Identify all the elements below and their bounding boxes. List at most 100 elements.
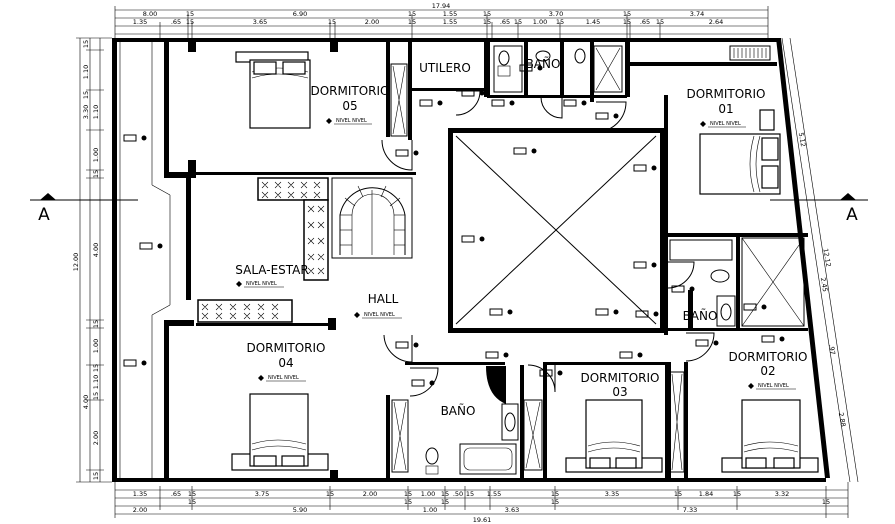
- tag-hall: NIVEL NIVEL: [364, 312, 395, 318]
- dim-right-2: 2.45: [819, 277, 829, 293]
- dim-left-11: 1.10: [92, 375, 100, 389]
- label-utilero: UTILERO: [419, 61, 471, 75]
- bed-dormitorio03: [565, 399, 663, 473]
- tag-dormitorio04: NIVEL NIVEL: [268, 375, 299, 381]
- marker: [395, 149, 419, 157]
- bath-fixtures: [425, 45, 736, 475]
- dim-left-3: 3.30: [82, 105, 90, 119]
- dim-top-r1-7: 15: [623, 10, 631, 18]
- dim-left-2: 15: [82, 91, 90, 99]
- dim-left-8: 15: [92, 320, 100, 328]
- dim-bot-r1-8: 15: [441, 490, 449, 498]
- top-dimensions: 17.94 8.00 15 6.90 15 1.55 15 3.70 15 3.…: [114, 2, 769, 40]
- marker: [491, 99, 515, 107]
- section-mark-left: A: [30, 193, 138, 225]
- level-markers: [123, 64, 785, 387]
- marker: [489, 308, 513, 316]
- dim-bot-r1-11: 1.55: [487, 490, 501, 498]
- dim-top-r1-6: 3.70: [549, 10, 563, 18]
- level-tag-sala: NIVEL NIVEL: [236, 281, 284, 288]
- dim-bot-r2-5: 15: [441, 498, 449, 506]
- label-dormitorio05-name: DORMITORIO: [310, 84, 389, 98]
- dim-left-total: 12.00: [72, 253, 80, 272]
- dim-bot-r2-0: 2.00: [133, 506, 147, 514]
- dim-bot-r2-7: 15: [551, 498, 559, 506]
- marker: [419, 99, 443, 107]
- marker: [563, 99, 587, 107]
- dim-top-r1-1: 15: [186, 10, 194, 18]
- dim-top-r2-12: 15: [556, 18, 564, 26]
- dim-top-r2-3: 3.65: [253, 18, 267, 26]
- dim-top-r2-1: .65: [171, 18, 181, 26]
- dim-top-r2-15: .65: [640, 18, 650, 26]
- dim-top-r2-8: 15: [483, 18, 491, 26]
- dim-bot-r2-2: 5.90: [293, 506, 307, 514]
- dim-top-r2-10: 15: [514, 18, 522, 26]
- label-dormitorio01-name: DORMITORIO: [686, 87, 765, 101]
- label-hall: HALL: [368, 292, 399, 306]
- dim-bot-r1-5: 2.00: [363, 490, 377, 498]
- marker: [123, 134, 147, 142]
- marker: [123, 359, 147, 367]
- dim-top-total: 17.94: [432, 2, 451, 10]
- label-bano-top: BAÑO: [526, 56, 561, 71]
- label-dormitorio01-number: 01: [718, 102, 733, 116]
- marker: [619, 351, 643, 359]
- dim-bot-r2-8: 7.33: [683, 506, 697, 514]
- dim-left-9: 1.00: [92, 339, 100, 353]
- marker: [671, 285, 695, 293]
- dim-bot-r1-14: 15: [674, 490, 682, 498]
- dim-bot-r1-2: 15: [188, 490, 196, 498]
- dim-bot-r1-3: 3.75: [255, 490, 269, 498]
- dim-left-6: 15: [92, 170, 100, 178]
- staircase: [331, 177, 413, 259]
- dim-bot-r1-16: 15: [733, 490, 741, 498]
- label-dormitorio02-number: 02: [760, 364, 775, 378]
- dim-bot-r1-1: .65: [171, 490, 181, 498]
- room-labels: DORMITORIO 05 NIVEL NIVEL UTILERO BAÑO D…: [235, 56, 807, 418]
- marker: [595, 112, 619, 120]
- marker: [519, 64, 543, 72]
- dim-top-r2-9: .65: [500, 18, 510, 26]
- dim-bot-r2-4: 1.00: [423, 506, 437, 514]
- bath-void-right: [741, 237, 805, 327]
- marker: [461, 89, 485, 97]
- dim-top-r2-16: 15: [656, 18, 664, 26]
- dim-bot-r2-9: 15: [822, 498, 830, 506]
- planter-bottom: [197, 299, 293, 323]
- dim-top-r2-5: 2.00: [365, 18, 379, 26]
- tag-sala: NIVEL NIVEL: [246, 281, 277, 287]
- central-void: [455, 135, 657, 325]
- label-dormitorio04-name: DORMITORIO: [246, 341, 325, 355]
- dim-left-15: 15: [92, 472, 100, 480]
- dim-top-r2-7: 1.55: [443, 18, 457, 26]
- dim-top-r2-4: 15: [328, 18, 336, 26]
- dim-bot-r1-10: 15: [466, 490, 474, 498]
- dim-bot-r2-3: 15: [404, 498, 412, 506]
- dim-left-5: 1.00: [92, 148, 100, 162]
- dim-bot-r1-0: 1.35: [133, 490, 147, 498]
- marker: [485, 351, 509, 359]
- marker: [595, 308, 619, 316]
- level-tag-hall: NIVEL NIVEL: [354, 312, 402, 319]
- dim-right-3: .97: [827, 344, 837, 356]
- dim-top-r2-13: 1.45: [586, 18, 600, 26]
- marker: [539, 369, 563, 377]
- label-dormitorio03-number: 03: [612, 385, 627, 399]
- marker: [695, 339, 719, 347]
- bed-dormitorio01: [699, 109, 781, 195]
- tag-dormitorio01: NIVEL NIVEL: [710, 121, 741, 127]
- bed-dormitorio04: [231, 393, 329, 471]
- dim-left-14: 2.00: [92, 431, 100, 445]
- interior-walls: [164, 42, 808, 480]
- label-bano-center: BAÑO: [441, 403, 476, 418]
- dim-left-0: 15: [82, 40, 90, 48]
- section-label-right: A: [846, 205, 858, 225]
- dim-bot-r1-12: 15: [551, 490, 559, 498]
- dim-top-r2-0: 1.35: [133, 18, 147, 26]
- label-sala-estar: SALA-ESTAR: [235, 263, 308, 277]
- dim-left-4: 1.10: [92, 105, 100, 119]
- marker: [411, 379, 435, 387]
- section-mark-right: A: [770, 193, 868, 225]
